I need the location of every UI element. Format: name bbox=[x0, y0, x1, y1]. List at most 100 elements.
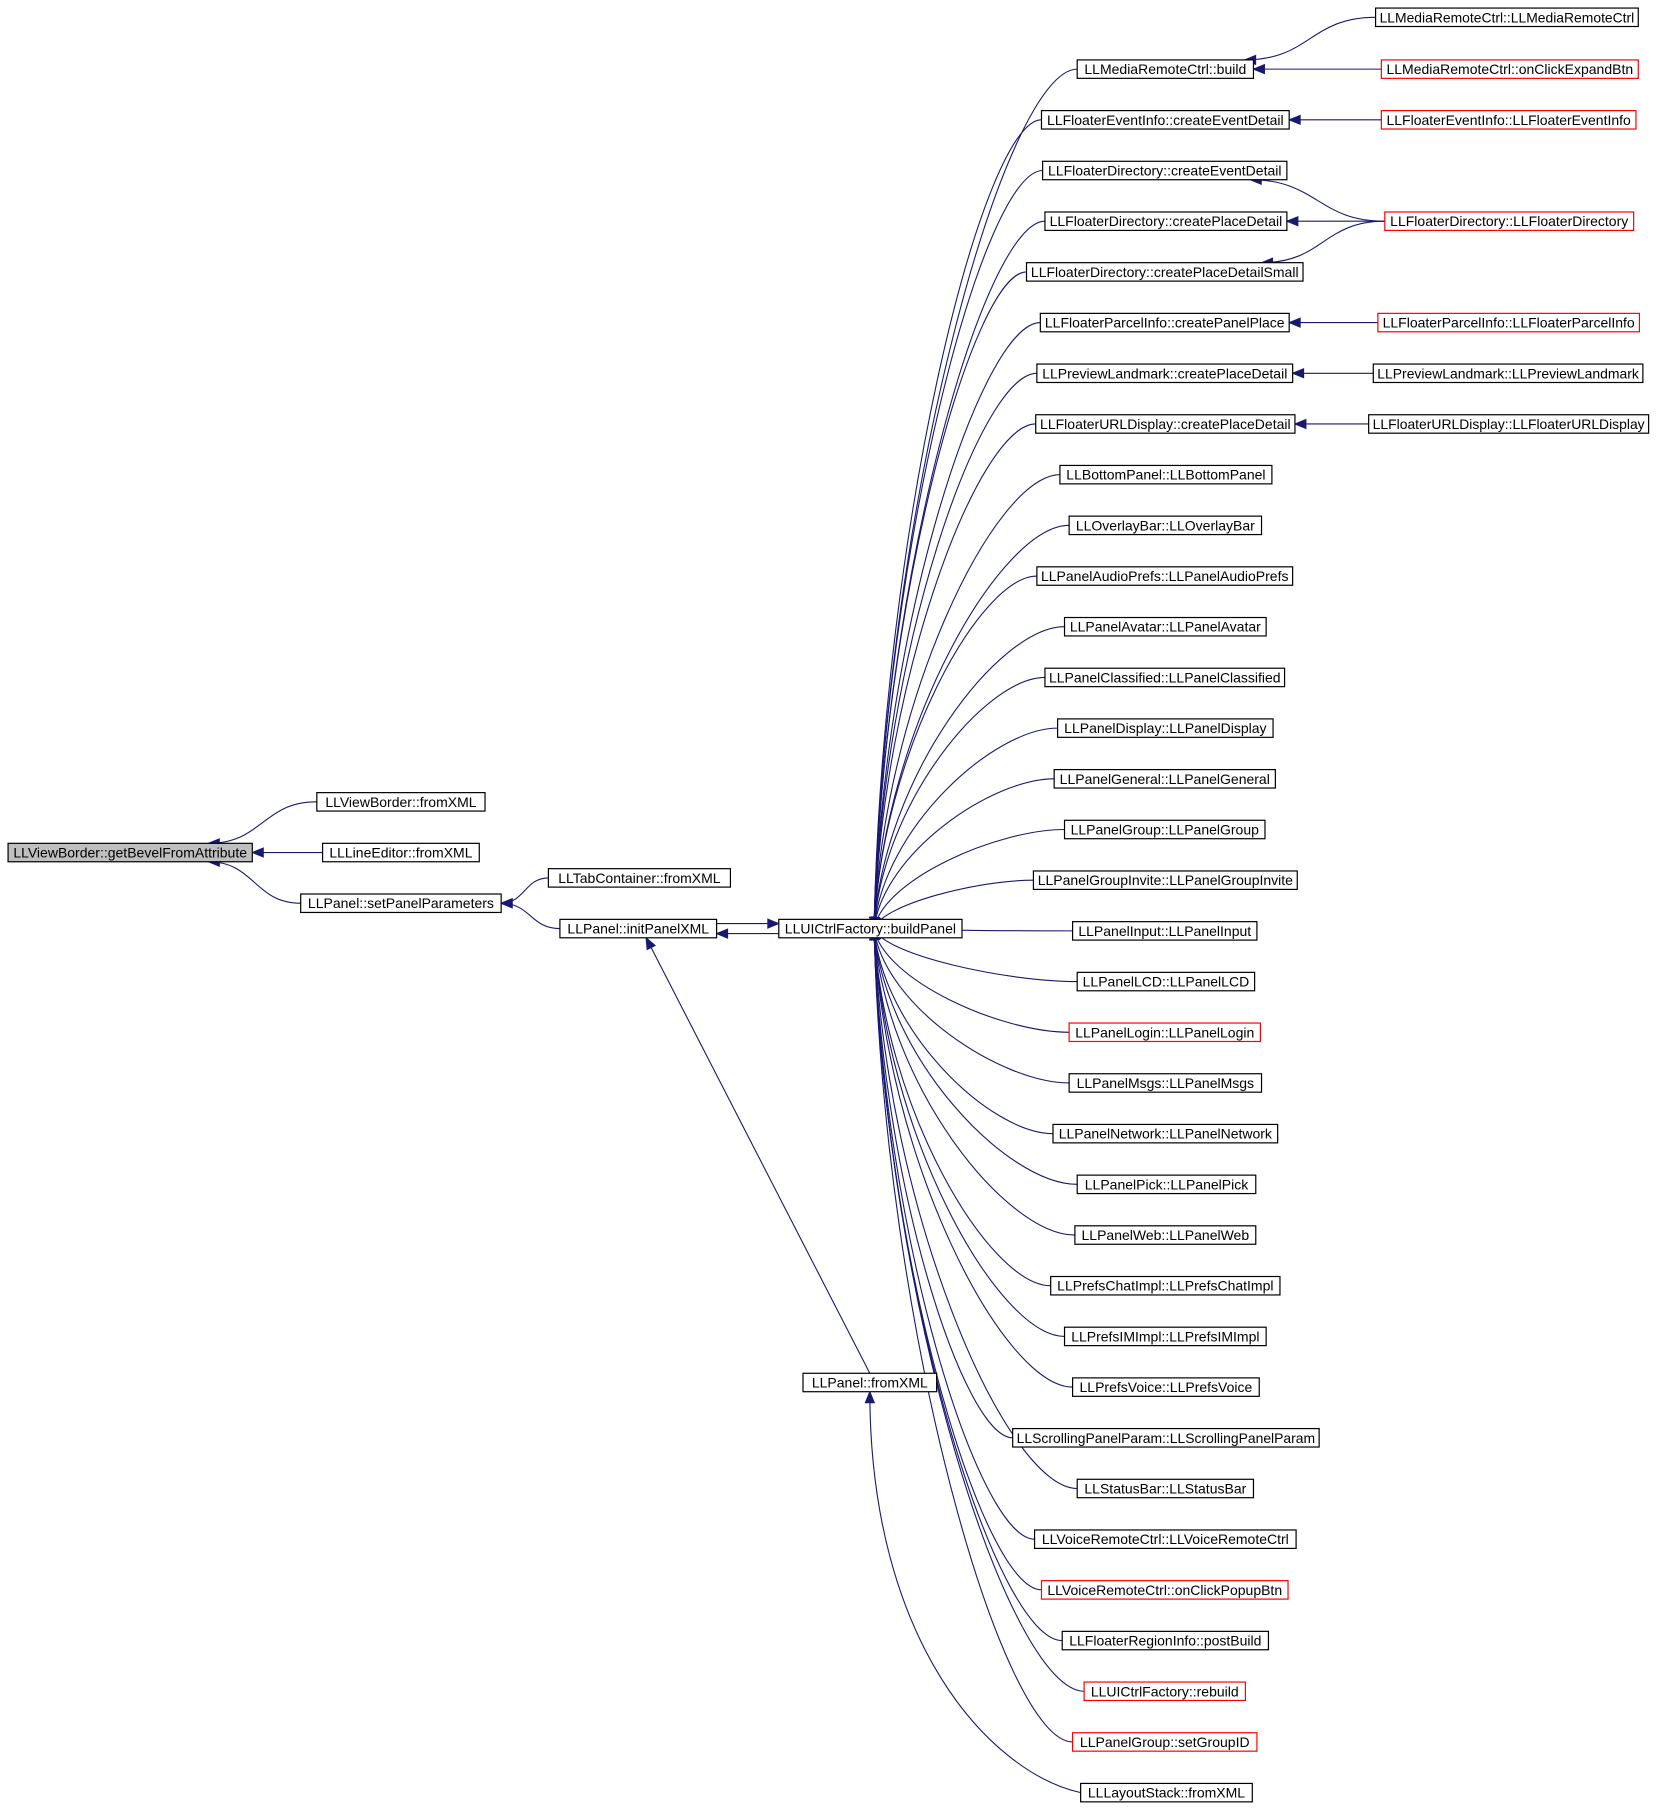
node-box[interactable] bbox=[1068, 1073, 1263, 1093]
node-box[interactable] bbox=[1071, 1732, 1258, 1752]
graph-node-m28[interactable]: LLScrollingPanelParam::LLScrollingPanelP… bbox=[1012, 1427, 1320, 1448]
graph-node-m2[interactable]: LLFloaterEventInfo::createEventDetail bbox=[1040, 109, 1290, 130]
graph-node-m34[interactable]: LLPanelGroup::setGroupID bbox=[1071, 1732, 1258, 1752]
graph-node-m30[interactable]: LLVoiceRemoteCtrl::LLVoiceRemoteCtrl bbox=[1033, 1529, 1297, 1550]
node-box[interactable] bbox=[1035, 414, 1296, 434]
node-box[interactable] bbox=[1380, 59, 1639, 79]
graph-node-m22[interactable]: LLPanelNetwork::LLPanelNetwork bbox=[1052, 1123, 1279, 1144]
node-box[interactable] bbox=[1372, 363, 1644, 384]
graph-node-m12[interactable]: LLPanelAvatar::LLPanelAvatar bbox=[1063, 616, 1267, 637]
node-box[interactable] bbox=[1012, 1427, 1320, 1448]
graph-node-r2[interactable]: LLMediaRemoteCtrl::onClickExpandBtn bbox=[1380, 59, 1639, 79]
graph-node-m18[interactable]: LLPanelInput::LLPanelInput bbox=[1071, 921, 1258, 941]
node-box[interactable] bbox=[1044, 211, 1288, 232]
node-box[interactable] bbox=[1061, 1630, 1270, 1651]
node-box[interactable] bbox=[1368, 414, 1650, 434]
graph-node-m24[interactable]: LLPanelWeb::LLPanelWeb bbox=[1074, 1225, 1257, 1245]
graph-node-m15[interactable]: LLPanelGeneral::LLPanelGeneral bbox=[1053, 768, 1276, 789]
graph-node-m5[interactable]: LLFloaterDirectory::createPlaceDetailSma… bbox=[1025, 262, 1304, 282]
graph-node-r5[interactable]: LLFloaterParcelInfo::LLFloaterParcelInfo bbox=[1377, 312, 1641, 333]
graph-node-m26[interactable]: LLPrefsIMImpl::LLPrefsIMImpl bbox=[1063, 1326, 1267, 1347]
graph-node-m19[interactable]: LLPanelLCD::LLPanelLCD bbox=[1076, 971, 1256, 992]
graph-node-m17[interactable]: LLPanelGroupInvite::LLPanelGroupInvite bbox=[1032, 870, 1298, 891]
node-box[interactable] bbox=[1076, 1174, 1257, 1195]
graph-node-m11[interactable]: LLPanelAudioPrefs::LLPanelAudioPrefs bbox=[1036, 566, 1294, 586]
graph-node-m20[interactable]: LLPanelLogin::LLPanelLogin bbox=[1068, 1022, 1261, 1043]
graph-node-r4[interactable]: LLFloaterDirectory::LLFloaterDirectory bbox=[1384, 211, 1635, 232]
node-box[interactable] bbox=[1050, 1275, 1281, 1296]
graph-node-m7[interactable]: LLPreviewLandmark::createPlaceDetail bbox=[1036, 363, 1294, 384]
graph-node-n7[interactable]: LLPanel::fromXML bbox=[802, 1372, 938, 1393]
graph-node-m27[interactable]: LLPrefsVoice::LLPrefsVoice bbox=[1071, 1377, 1260, 1397]
node-box[interactable] bbox=[1052, 1123, 1279, 1144]
graph-node-m4[interactable]: LLFloaterDirectory::createPlaceDetail bbox=[1044, 211, 1288, 232]
graph-node-r1[interactable]: LLMediaRemoteCtrl::LLMediaRemoteCtrl bbox=[1374, 7, 1639, 28]
graph-node-m31[interactable]: LLVoiceRemoteCtrl::onClickPopupBtn bbox=[1040, 1580, 1289, 1600]
graph-node-n1[interactable]: LLViewBorder::fromXML bbox=[316, 792, 486, 812]
node-box[interactable] bbox=[1042, 160, 1288, 181]
graph-node-m29[interactable]: LLStatusBar::LLStatusBar bbox=[1076, 1478, 1255, 1499]
graph-node-m1[interactable]: LLMediaRemoteCtrl::build bbox=[1076, 59, 1255, 79]
node-box[interactable] bbox=[300, 893, 502, 914]
node-box[interactable] bbox=[1071, 1377, 1260, 1397]
node-box[interactable] bbox=[1063, 1326, 1267, 1347]
node-box[interactable] bbox=[1083, 1681, 1247, 1702]
node-box[interactable] bbox=[1063, 616, 1267, 637]
node-box[interactable] bbox=[1039, 312, 1290, 333]
node-box[interactable] bbox=[1036, 363, 1294, 384]
graph-node-m10[interactable]: LLOverlayBar::LLOverlayBar bbox=[1068, 515, 1263, 536]
graph-node-m13[interactable]: LLPanelClassified::LLPanelClassified bbox=[1044, 667, 1286, 688]
graph-node-n0[interactable]: LLViewBorder::getBevelFromAttribute bbox=[7, 842, 253, 863]
node-box[interactable] bbox=[547, 868, 732, 888]
node-box[interactable] bbox=[321, 842, 480, 863]
node-box[interactable] bbox=[1057, 718, 1274, 738]
graph-node-n2[interactable]: LLLineEditor::fromXML bbox=[321, 842, 480, 863]
graph-node-m32[interactable]: LLFloaterRegionInfo::postBuild bbox=[1061, 1630, 1270, 1651]
node-box[interactable] bbox=[1053, 768, 1276, 789]
node-box[interactable] bbox=[1036, 566, 1294, 586]
node-box[interactable] bbox=[1384, 211, 1635, 232]
graph-node-r6[interactable]: LLPreviewLandmark::LLPreviewLandmark bbox=[1372, 363, 1644, 384]
node-box[interactable] bbox=[7, 842, 253, 863]
node-box[interactable] bbox=[1059, 464, 1273, 485]
node-box[interactable] bbox=[1040, 1580, 1289, 1600]
graph-node-m35[interactable]: LLLayoutStack::fromXML bbox=[1080, 1782, 1253, 1803]
graph-node-n4[interactable]: LLTabContainer::fromXML bbox=[547, 868, 732, 888]
node-box[interactable] bbox=[1076, 59, 1255, 79]
node-box[interactable] bbox=[1033, 1529, 1297, 1550]
graph-node-m25[interactable]: LLPrefsChatImpl::LLPrefsChatImpl bbox=[1050, 1275, 1281, 1296]
graph-node-m3[interactable]: LLFloaterDirectory::createEventDetail bbox=[1042, 160, 1288, 181]
graph-node-n5[interactable]: LLPanel::initPanelXML bbox=[559, 918, 718, 939]
graph-node-m33[interactable]: LLUICtrlFactory::rebuild bbox=[1083, 1681, 1247, 1702]
node-box[interactable] bbox=[1068, 1022, 1261, 1043]
node-box[interactable] bbox=[802, 1372, 938, 1393]
graph-node-r3[interactable]: LLFloaterEventInfo::LLFloaterEventInfo bbox=[1380, 109, 1637, 130]
graph-node-n6[interactable]: LLUICtrlFactory::buildPanel bbox=[778, 918, 963, 939]
graph-node-r7[interactable]: LLFloaterURLDisplay::LLFloaterURLDisplay bbox=[1368, 414, 1650, 434]
graph-node-m14[interactable]: LLPanelDisplay::LLPanelDisplay bbox=[1057, 718, 1274, 738]
node-box[interactable] bbox=[1374, 7, 1639, 28]
graph-node-m21[interactable]: LLPanelMsgs::LLPanelMsgs bbox=[1068, 1073, 1263, 1093]
graph-node-n3[interactable]: LLPanel::setPanelParameters bbox=[300, 893, 502, 914]
node-box[interactable] bbox=[1063, 819, 1266, 840]
node-box[interactable] bbox=[1080, 1782, 1253, 1803]
node-box[interactable] bbox=[778, 918, 963, 939]
node-box[interactable] bbox=[1074, 1225, 1257, 1245]
node-box[interactable] bbox=[1076, 971, 1256, 992]
graph-node-m9[interactable]: LLBottomPanel::LLBottomPanel bbox=[1059, 464, 1273, 485]
node-box[interactable] bbox=[1040, 109, 1290, 130]
node-box[interactable] bbox=[1076, 1478, 1255, 1499]
node-box[interactable] bbox=[1025, 262, 1304, 282]
node-box[interactable] bbox=[559, 918, 718, 939]
node-box[interactable] bbox=[316, 792, 486, 812]
node-box[interactable] bbox=[1071, 921, 1258, 941]
graph-node-m23[interactable]: LLPanelPick::LLPanelPick bbox=[1076, 1174, 1257, 1195]
node-box[interactable] bbox=[1044, 667, 1286, 688]
graph-node-m8[interactable]: LLFloaterURLDisplay::createPlaceDetail bbox=[1035, 414, 1296, 434]
graph-node-m6[interactable]: LLFloaterParcelInfo::createPanelPlace bbox=[1039, 312, 1290, 333]
node-box[interactable] bbox=[1068, 515, 1263, 536]
node-box[interactable] bbox=[1032, 870, 1298, 891]
graph-node-m16[interactable]: LLPanelGroup::LLPanelGroup bbox=[1063, 819, 1266, 840]
node-box[interactable] bbox=[1380, 109, 1637, 130]
node-box[interactable] bbox=[1377, 312, 1641, 333]
